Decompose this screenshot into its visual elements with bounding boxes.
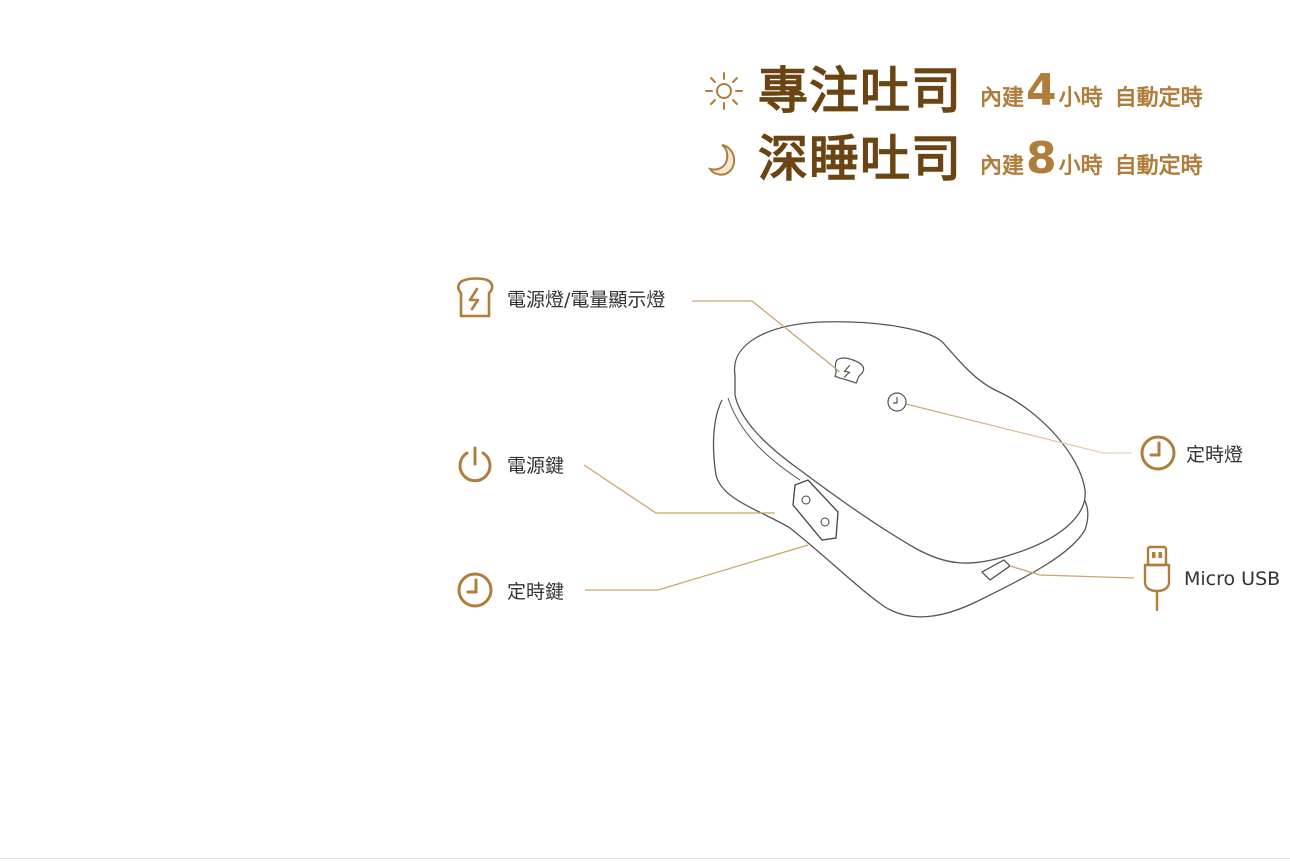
mode-prefix: 內建 — [980, 86, 1025, 111]
callout-timer-button: 定時鍵 — [455, 570, 564, 610]
mode-unit: 小時 — [1058, 154, 1103, 179]
clock-icon — [455, 570, 495, 610]
leader-line-power-indicator — [692, 300, 841, 373]
device-rim — [727, 397, 801, 481]
clock-icon — [1138, 433, 1178, 473]
device-timer-indicator — [887, 392, 907, 412]
callout-timer-indicator: 定時燈 — [1138, 433, 1243, 473]
mode-unit: 小時 — [1058, 86, 1103, 111]
mode-row-focus: 專注吐司 內建 4 小時 自動定時 — [700, 56, 1203, 126]
power-icon — [455, 444, 495, 484]
callout-label: 定時鍵 — [507, 580, 565, 603]
mode-description: 內建 4 小時 自動定時 — [980, 69, 1203, 113]
callout-label: 電源鍵 — [507, 454, 565, 477]
device-button-panel — [792, 479, 839, 541]
moon-icon — [700, 135, 748, 183]
callout-power-button: 電源鍵 — [455, 444, 564, 484]
callout-usb: Micro USB — [1140, 544, 1280, 614]
mode-name: 專注吐司 — [758, 61, 962, 120]
callout-power-indicator: 電源燈/電量顯示燈 — [455, 277, 665, 319]
mode-description: 內建 8 小時 自動定時 — [980, 137, 1203, 181]
toast-lightning-icon — [455, 277, 495, 319]
mode-hours: 8 — [1026, 133, 1057, 184]
callout-label: 定時燈 — [1186, 443, 1244, 466]
mode-auto-timer: 自動定時 — [1114, 86, 1203, 111]
leader-line-usb — [1009, 565, 1135, 579]
device-toast-indicator — [834, 357, 865, 384]
mode-prefix: 內建 — [980, 154, 1025, 179]
leader-line-timer-button — [585, 544, 809, 591]
device-top-face — [733, 321, 1086, 564]
callout-label: 電源燈/電量顯示燈 — [507, 288, 666, 311]
mode-auto-timer: 自動定時 — [1114, 154, 1203, 179]
mode-row-sleep: 深睡吐司 內建 8 小時 自動定時 — [700, 124, 1203, 194]
leader-line-timer-indicator — [905, 403, 1132, 454]
sun-icon — [700, 67, 748, 115]
callout-label: Micro USB — [1184, 568, 1281, 590]
device-base-outline — [712, 399, 1089, 618]
mode-name: 深睡吐司 — [758, 129, 962, 188]
device-usb-port — [981, 559, 1011, 581]
bottom-divider — [0, 858, 1290, 859]
leader-line-power-button — [583, 464, 775, 514]
mode-hours: 4 — [1026, 65, 1057, 116]
usb-plug-icon — [1140, 544, 1174, 614]
